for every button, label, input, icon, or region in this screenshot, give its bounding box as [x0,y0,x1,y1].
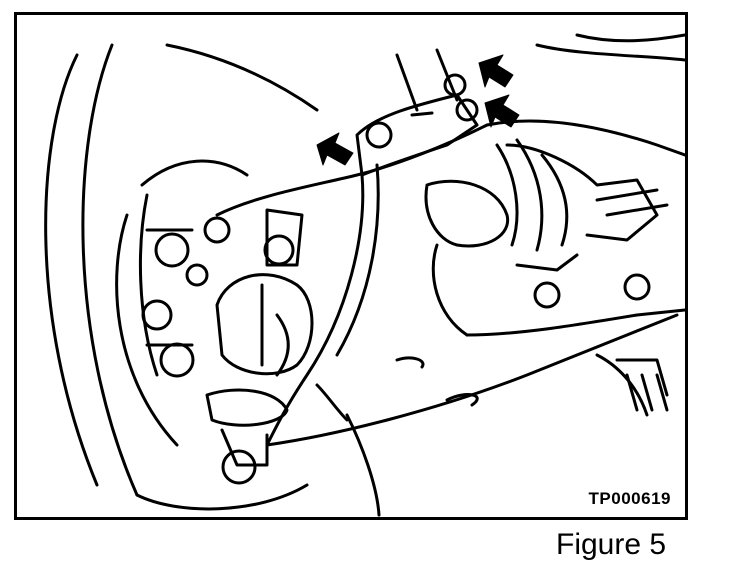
ball-joint [205,208,314,485]
frame-bracket [595,353,669,417]
reference-code: TP000619 [588,489,671,508]
bushing-subframe [424,33,685,337]
lower-control-arm [215,123,679,447]
arrow-icon [316,54,520,166]
figure-frame: TP000619 [14,12,688,520]
mounting-bracket [355,48,479,177]
hub-assembly [115,159,249,447]
suspension-illustration [44,33,685,517]
wheel-outline [44,43,381,517]
figure-caption: Figure 5 [556,528,667,561]
